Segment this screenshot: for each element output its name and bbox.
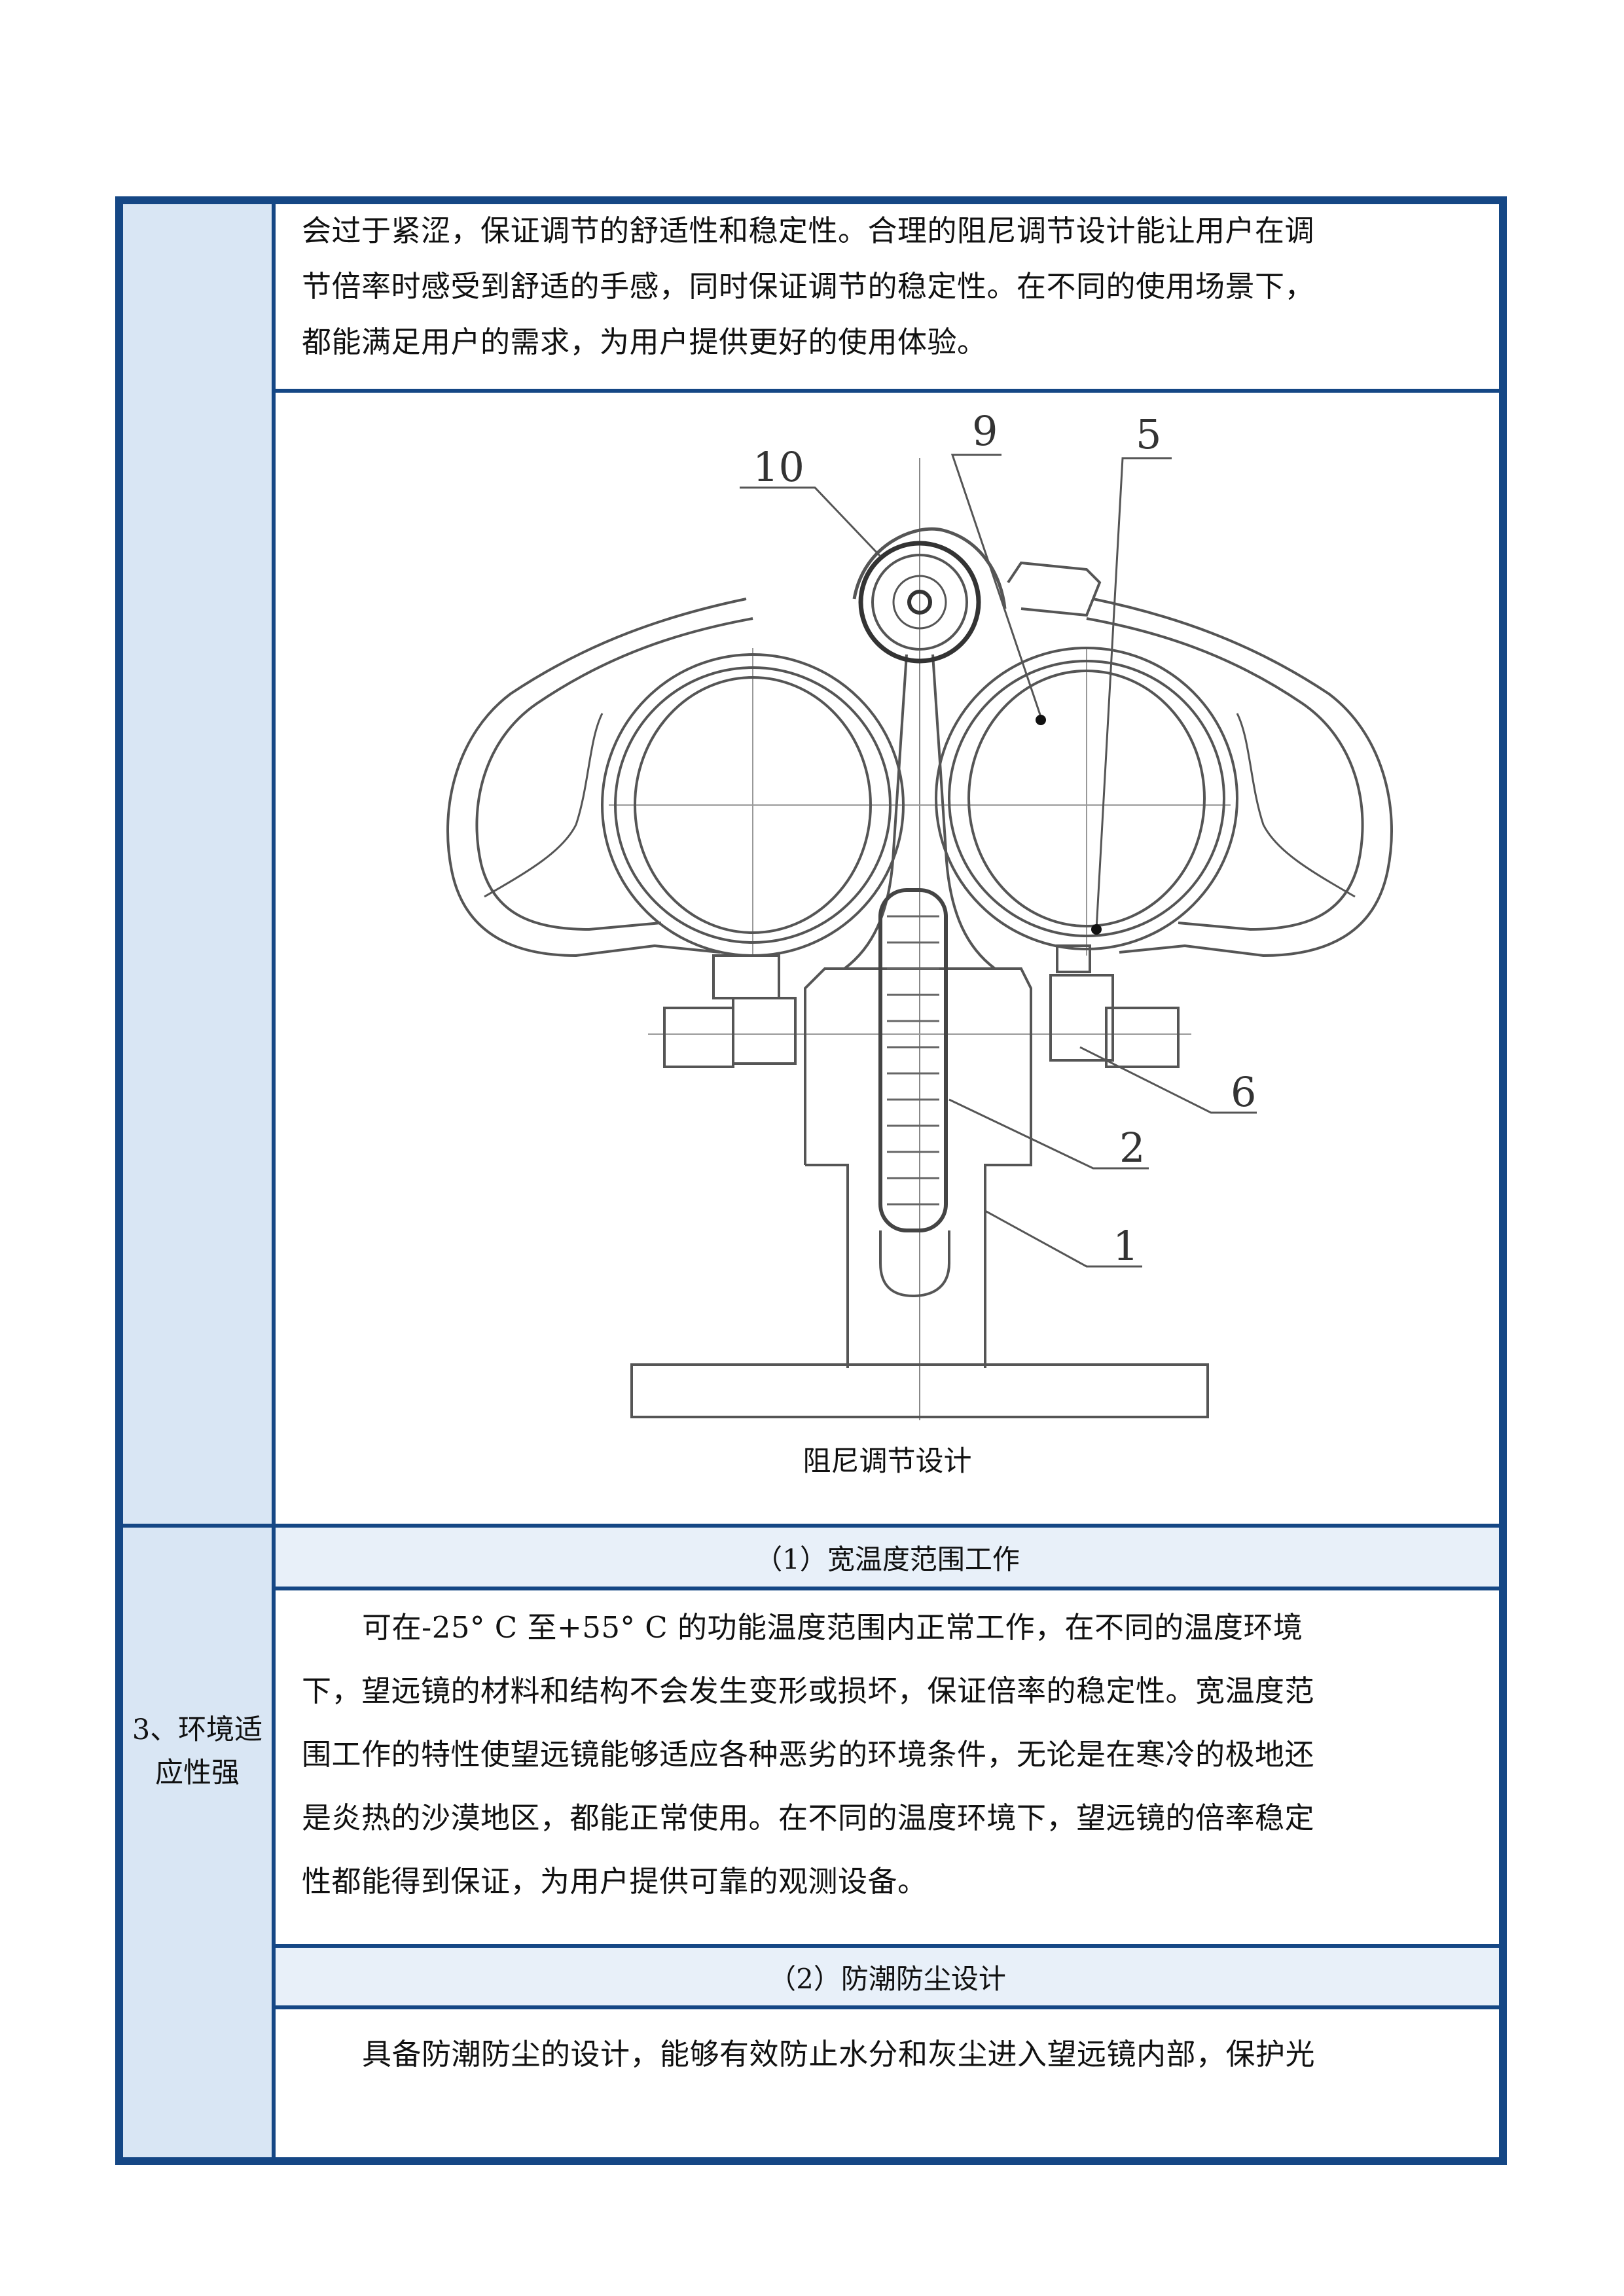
callout-5: 5 <box>1136 410 1161 458</box>
row-divider <box>276 1944 1499 1948</box>
text-line: 下，望远镜的材料和结构不会发生变形或损坏，保证倍率的稳定性。宽温度范 <box>302 1674 1315 1708</box>
callout-1: 1 <box>1113 1222 1138 1270</box>
row-divider <box>276 2005 1499 2009</box>
content-table: 会过于紧涩，保证调节的舒适性和稳定性。合理的阻尼调节设计能让用户在调 节倍率时感… <box>115 196 1507 2165</box>
subheading-moisture-dust: （2）防潮防尘设计 <box>276 1948 1499 2005</box>
text-line: 具备防潮防尘的设计，能够有效防止水分和灰尘进入望远镜内部，保护光 <box>362 2037 1316 2072</box>
moisture-paragraph: 具备防潮防尘的设计，能够有效防止水分和灰尘进入望远镜内部，保护光 <box>276 2009 1499 2157</box>
callout-9: 9 <box>972 407 998 455</box>
temperature-paragraph: 可在-25° C 至+55° C 的功能温度范围内正常工作，在不同的温度环境 下… <box>276 1590 1499 1944</box>
row-divider <box>276 1587 1499 1590</box>
subheading-wide-temperature: （1）宽温度范围工作 <box>276 1528 1499 1587</box>
category-label-line: 3、环境适 <box>132 1713 263 1746</box>
category-label-line: 应性强 <box>155 1757 240 1789</box>
text-line: 会过于紧涩，保证调节的舒适性和稳定性。合理的阻尼调节设计能让用户在调 <box>302 213 1315 248</box>
text-line: 都能满足用户的需求，为用户提供更好的使用体验。 <box>302 325 987 359</box>
section-divider <box>123 1524 1499 1528</box>
text-line: 围工作的特性使望远镜能够适应各种恶劣的环境条件，无论是在寒冷的极地还 <box>302 1737 1315 1772</box>
text-line: 可在-25° C 至+55° C 的功能温度范围内正常工作，在不同的温度环境 <box>362 1610 1303 1645</box>
figure-caption: 阻尼调节设计 <box>803 1445 972 1478</box>
column-divider <box>272 204 276 2157</box>
row-divider <box>276 389 1499 393</box>
callout-2: 2 <box>1119 1124 1145 1172</box>
callout-6: 6 <box>1231 1068 1256 1116</box>
damping-paragraph-continued: 会过于紧涩，保证调节的舒适性和稳定性。合理的阻尼调节设计能让用户在调 节倍率时感… <box>276 204 1499 389</box>
damping-adjustment-diagram: 10 9 5 6 2 1 <box>446 407 1393 1420</box>
text-line: 节倍率时感受到舒适的手感，同时保证调节的稳定性。在不同的使用场景下， <box>302 269 1315 304</box>
text-line: 性都能得到保证，为用户提供可靠的观测设备。 <box>302 1864 928 1899</box>
figure-cell: 10 9 5 6 2 1 阻尼调节设计 <box>276 393 1499 1524</box>
category-label: 3、环境适 应性强 <box>123 1708 272 1795</box>
label-column <box>123 204 272 2157</box>
text-line: 是炎热的沙漠地区，都能正常使用。在不同的温度环境下，望远镜的倍率稳定 <box>302 1801 1315 1835</box>
callout-10: 10 <box>753 443 804 491</box>
